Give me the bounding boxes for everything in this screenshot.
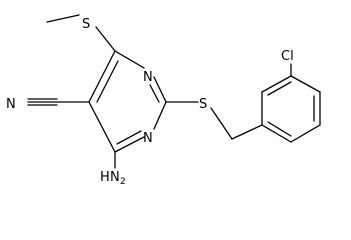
atom-n-ring-upper: N	[143, 70, 153, 85]
bond-c5-c6-inner	[96, 60, 119, 103]
bond-c5-c6	[88, 50, 116, 103]
atom-amino-subscript: 2	[120, 177, 126, 187]
bond-s-ch2	[210, 107, 233, 140]
bond-c2-n3	[153, 101, 167, 130]
bond-b2-b3-inner	[267, 81, 292, 96]
bond-b2-b3	[261, 75, 292, 93]
atom-amino-h: H	[100, 170, 110, 185]
molecule-structure: S N N N S Cl H N 2	[6, 14, 321, 187]
atom-s-thioether: S	[199, 97, 207, 112]
bond-n1-c2	[153, 76, 167, 103]
bond-b5-b6	[290, 124, 321, 143]
bond-n3-c4-inner	[116, 130, 142, 145]
atom-cl: Cl	[281, 49, 294, 64]
atom-n-nitrile: N	[6, 97, 16, 112]
bond-n3-c4	[114, 136, 145, 153]
atom-s-methylthio: S	[82, 17, 90, 32]
bond-b6-b1	[261, 124, 292, 143]
bond-c6-n1	[114, 50, 145, 69]
bond-c4-c5	[88, 101, 116, 153]
atom-n-ring-lower: N	[143, 131, 153, 146]
bond-n1-c2-inner	[149, 84, 160, 103]
bond-s-c6	[95, 26, 116, 52]
bond-methyl-s	[46, 14, 80, 23]
bond-b6-b1-inner	[267, 121, 292, 137]
bond-ch2-ring	[231, 124, 263, 140]
bond-b3-b4	[290, 75, 321, 93]
atom-amino-n: N	[110, 170, 120, 185]
